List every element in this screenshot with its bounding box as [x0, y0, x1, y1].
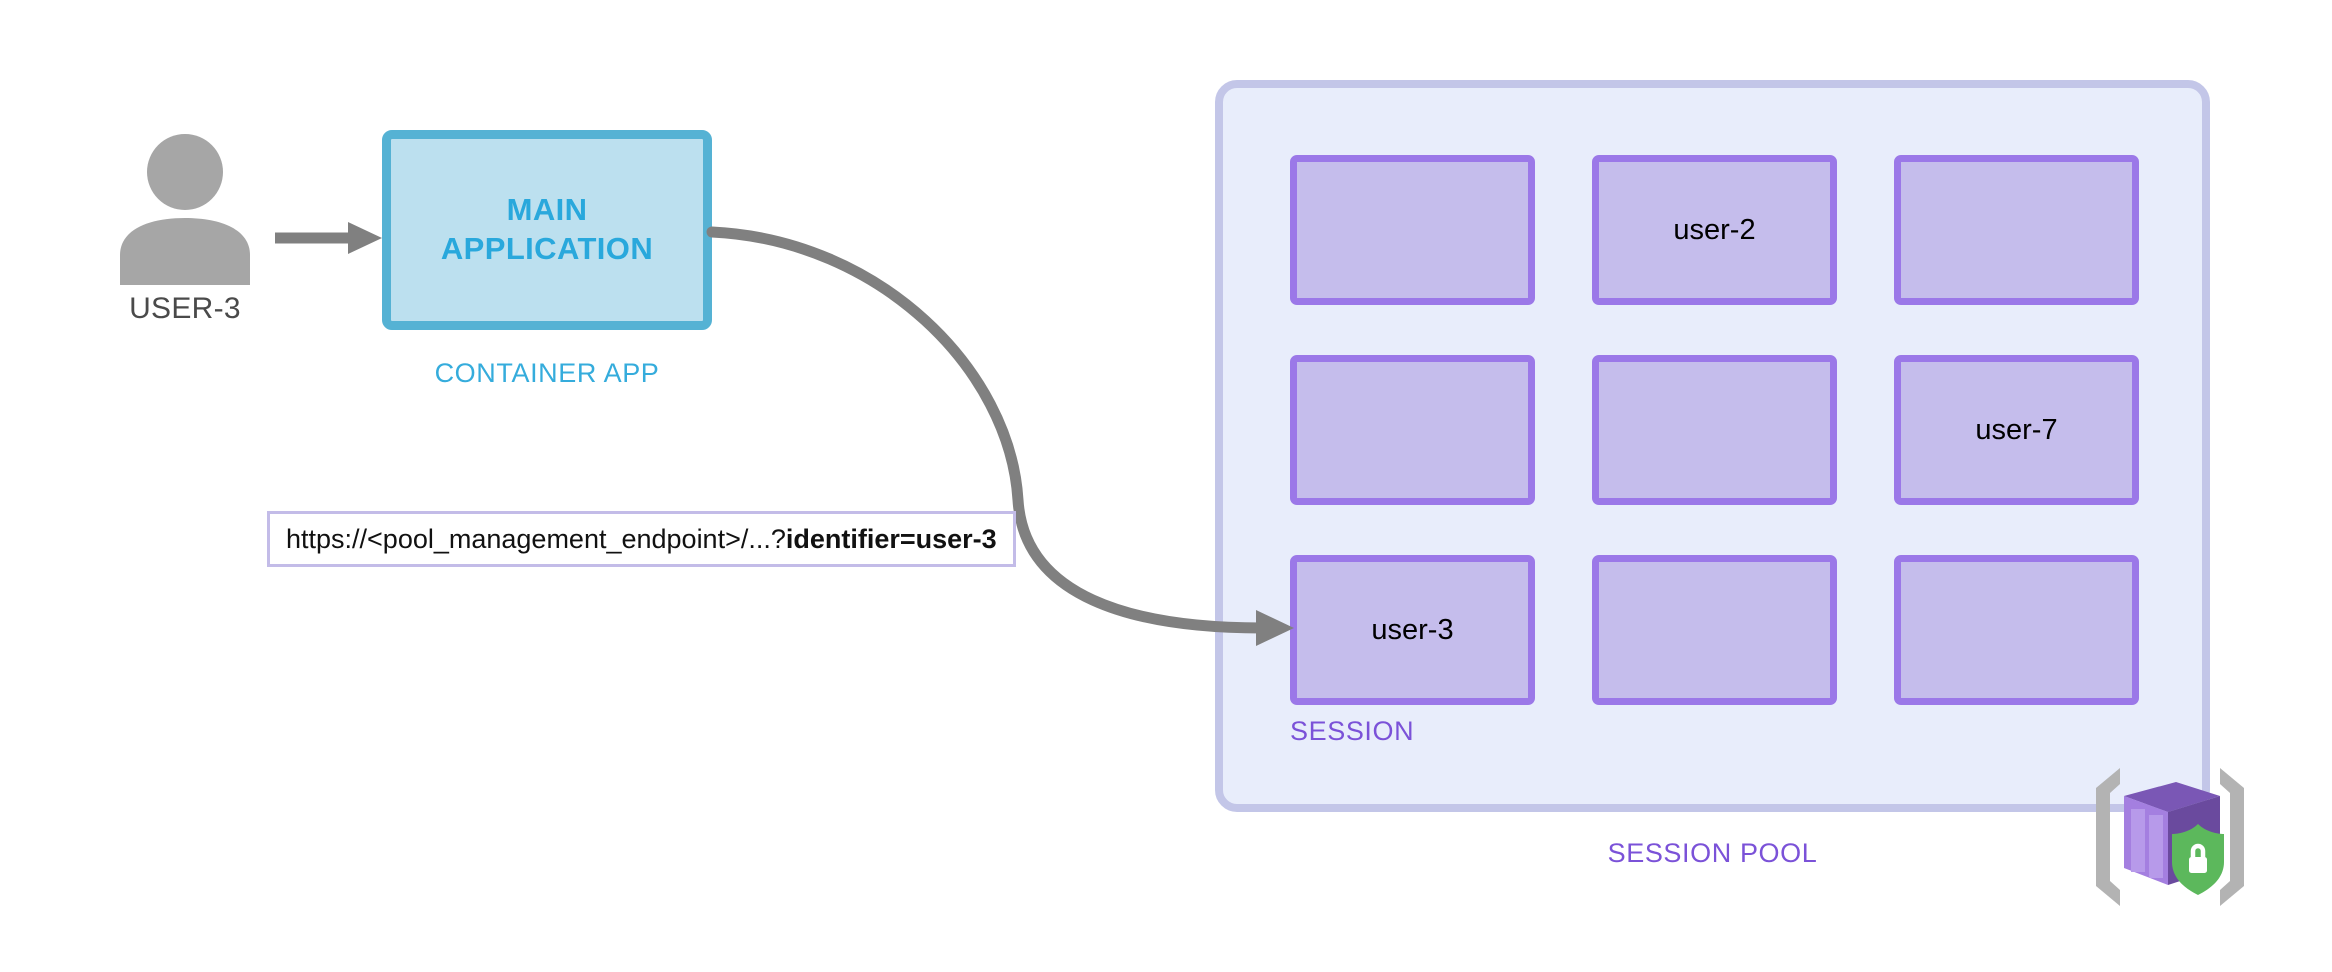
user-label: USER-3	[129, 292, 241, 325]
session-cell-label: user-3	[1371, 613, 1454, 646]
session-cell[interactable]	[1894, 555, 2139, 705]
azure-container-apps-sessions-icon	[2096, 768, 2244, 906]
request-url-prefix: https://<pool_management_endpoint>/...?	[286, 523, 786, 554]
session-pool-caption: SESSION POOL	[1607, 838, 1818, 868]
request-url-query: identifier=user-3	[785, 523, 997, 554]
person-icon	[120, 134, 250, 285]
user-to-app-arrow	[275, 222, 382, 254]
session-grid: user-2 user-7 user-3	[1290, 155, 2140, 705]
main-application-box[interactable]: MAIN APPLICATION	[382, 130, 712, 330]
session-cell-label: user-2	[1673, 213, 1756, 246]
session-cell[interactable]: user-2	[1592, 155, 1837, 305]
app-to-session-arrow	[706, 226, 1294, 646]
request-url-callout: https://<pool_management_endpoint>/...?i…	[267, 511, 1016, 567]
session-cell[interactable]	[1290, 155, 1535, 305]
main-application-title: MAIN APPLICATION	[440, 192, 654, 266]
session-cell-active[interactable]: user-3	[1290, 555, 1535, 705]
session-cell[interactable]: user-7	[1894, 355, 2139, 505]
session-cell[interactable]	[1894, 155, 2139, 305]
session-cell[interactable]	[1592, 355, 1837, 505]
session-cell[interactable]	[1290, 355, 1535, 505]
session-caption: SESSION	[1290, 716, 1415, 746]
container-app-caption: CONTAINER APP	[434, 358, 660, 388]
session-cell-label: user-7	[1975, 413, 2058, 446]
session-cell[interactable]	[1592, 555, 1837, 705]
user-actor: USER-3	[110, 130, 260, 345]
